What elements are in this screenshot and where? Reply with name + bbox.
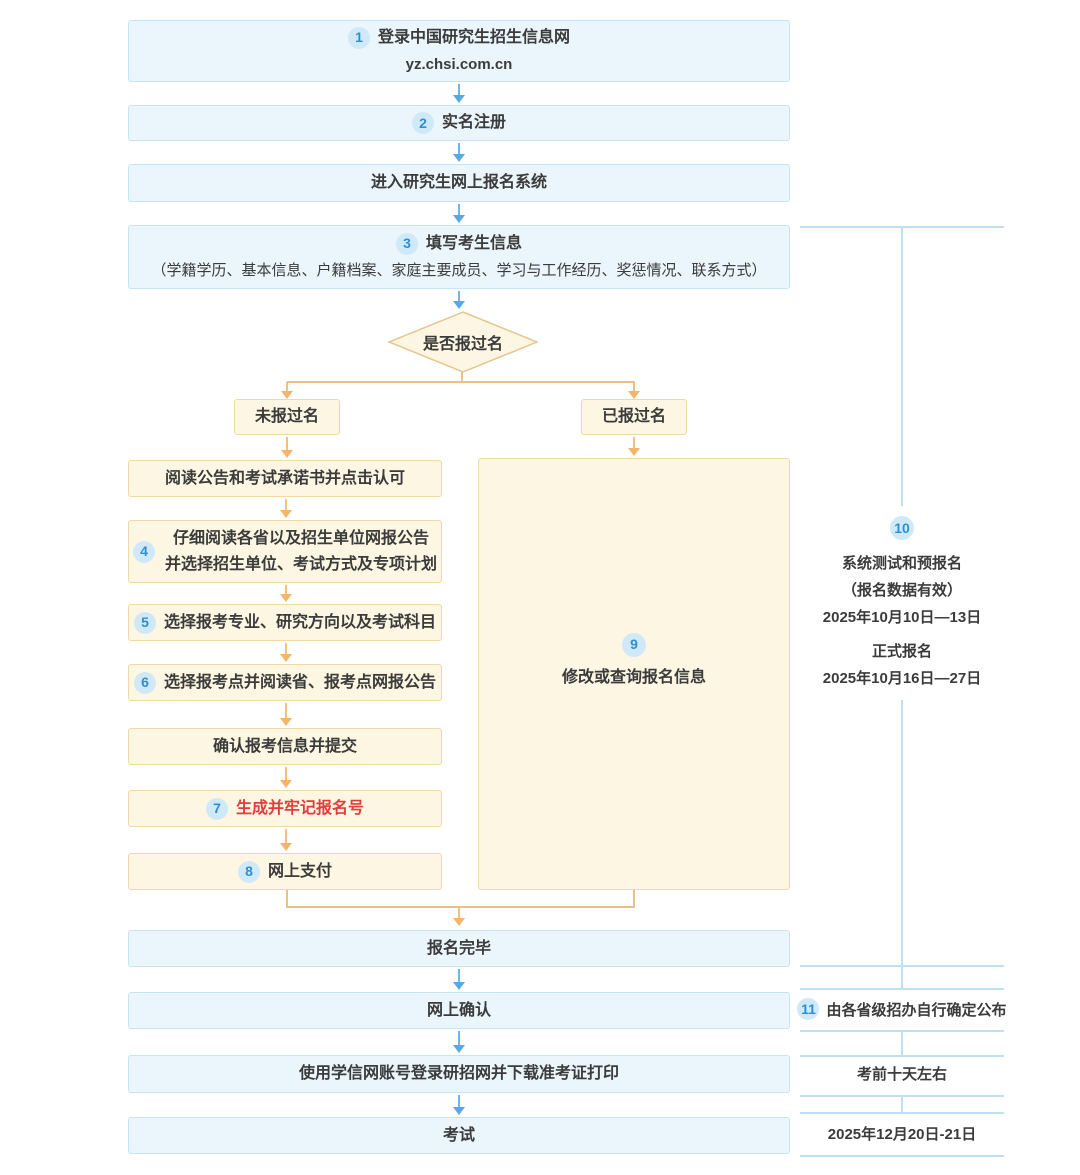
step-badge-11: 11: [797, 998, 820, 1020]
node-branch-no: 未报过名: [234, 399, 340, 435]
timeline-phase1-dates: 2025年10月10日—13日: [822, 609, 982, 626]
online-confirm-label: 网上确认: [426, 1001, 491, 1019]
timeline-ticket-note: 考前十天左右: [856, 1066, 947, 1083]
branch-yes-label: 已报过名: [601, 408, 666, 425]
timeline-exam-dates: 2025年12月20日-21日: [827, 1126, 977, 1143]
decision-label: 是否报过名: [422, 336, 503, 353]
timeline-row-line: [800, 1055, 1004, 1057]
arrow-down-icon: [280, 643, 292, 662]
arrow-down-icon: [628, 437, 640, 456]
merge-connector-line: [286, 890, 288, 908]
arrow-down-icon: [453, 143, 465, 162]
split-connector-line: [461, 372, 463, 382]
finished-label: 报名完毕: [426, 939, 491, 957]
step-badge-5: 5: [133, 611, 156, 634]
keep-number-label: 生成并牢记报名号: [235, 799, 364, 817]
merge-connector-line: [633, 890, 635, 908]
step-badge-2: 2: [411, 112, 434, 134]
node-fill-info-detail: （学籍学历、基本信息、户籍档案、家庭主要成员、学习与工作经历、奖惩情况、联系方式…: [151, 261, 767, 279]
node-modify-query: 9 修改或查询报名信息: [478, 458, 790, 890]
node-exam: 考试: [128, 1117, 790, 1154]
step-badge-6: 6: [133, 671, 156, 694]
timeline-span-vertical-line: [901, 226, 903, 506]
node-choose-major: 5 选择报考专业、研究方向以及考试科目: [128, 604, 442, 641]
timeline-tick-line: [901, 965, 903, 988]
step-badge-3: 3: [395, 232, 418, 255]
read-select-line2: 并选择招生单位、考试方式及专项计划: [164, 555, 437, 573]
arrow-down-icon: [453, 969, 465, 990]
node-fill-info: 3 填写考生信息 （学籍学历、基本信息、户籍档案、家庭主要成员、学习与工作经历、…: [128, 225, 790, 289]
arrow-down-icon: [453, 908, 465, 926]
arrow-down-icon: [453, 204, 465, 223]
node-read-select: 4 仔细阅读各省以及招生单位网报公告 并选择招生单位、考试方式及专项计划: [128, 520, 442, 583]
node-branch-yes: 已报过名: [581, 399, 687, 435]
timeline-confirm-note: 11 由各省级招办自行确定公布: [790, 998, 1014, 1020]
node-login-url: yz.chsi.com.cn: [405, 55, 513, 73]
node-register-label: 实名注册: [441, 114, 506, 131]
step-badge-1: 1: [347, 26, 370, 49]
decision-diamond: [387, 311, 539, 378]
node-enter-system: 进入研究生网上报名系统: [128, 164, 790, 202]
node-finished: 报名完毕: [128, 930, 790, 967]
timeline-phase2-dates: 2025年10月16日—27日: [822, 670, 982, 687]
node-login: 1 登录中国研究生招生信息网 yz.chsi.com.cn: [128, 20, 790, 82]
node-keep-number: 7 生成并牢记报名号: [128, 790, 442, 827]
read-notice-label: 阅读公告和考试承诺书并点击认可: [164, 469, 405, 487]
download-ticket-label: 使用学信网账号登录研招网并下载准考证打印: [298, 1065, 619, 1082]
timeline-row-line: [800, 1155, 1004, 1157]
node-fill-info-title: 填写考生信息: [425, 234, 522, 252]
node-register: 2 实名注册: [128, 105, 790, 141]
modify-query-label: 修改或查询报名信息: [561, 668, 706, 686]
arrow-down-icon: [280, 585, 292, 602]
node-download-ticket: 使用学信网账号登录研招网并下载准考证打印: [128, 1055, 790, 1093]
timeline-tick-line: [901, 1095, 903, 1112]
arrow-down-icon: [281, 437, 293, 458]
step-badge-4: 4: [132, 540, 155, 563]
arrow-down-icon: [453, 1095, 465, 1115]
choose-major-label: 选择报考专业、研究方向以及考试科目: [163, 613, 436, 631]
arrow-down-icon: [280, 703, 292, 726]
timeline-row-line: [800, 1112, 1004, 1114]
node-login-title: 登录中国研究生招生信息网: [377, 28, 570, 46]
node-choose-site: 6 选择报考点并阅读省、报考点网报公告: [128, 664, 442, 701]
timeline-row-line: [800, 988, 1004, 990]
read-select-line1: 仔细阅读各省以及招生单位网报公告: [172, 529, 429, 547]
node-confirm-submit: 确认报考信息并提交: [128, 728, 442, 765]
pay-online-label: 网上支付: [267, 862, 332, 880]
node-pay-online: 8 网上支付: [128, 853, 442, 890]
timeline-phase1-note: （报名数据有效）: [841, 582, 962, 599]
node-enter-system-label: 进入研究生网上报名系统: [370, 174, 547, 191]
arrow-down-icon: [628, 382, 640, 399]
timeline-phase2-title: 正式报名: [871, 643, 932, 660]
arrow-down-icon: [280, 499, 292, 518]
arrow-down-icon: [453, 1031, 465, 1053]
arrow-down-icon: [453, 291, 465, 309]
step-badge-7: 7: [205, 797, 228, 820]
step-badge-9: 9: [622, 632, 646, 657]
confirm-note-label: 由各省级招办自行确定公布: [826, 1001, 1007, 1019]
split-connector-line: [287, 381, 635, 383]
arrow-down-icon: [281, 382, 293, 399]
node-online-confirm: 网上确认: [128, 992, 790, 1029]
timeline-phase1-title: 系统测试和预报名: [841, 555, 962, 572]
arrow-down-icon: [280, 829, 292, 851]
arrow-down-icon: [280, 767, 292, 788]
choose-site-label: 选择报考点并阅读省、报考点网报公告: [163, 673, 436, 691]
arrow-down-icon: [453, 84, 465, 103]
merge-connector-line: [286, 906, 635, 908]
node-read-notice: 阅读公告和考试承诺书并点击认可: [128, 460, 442, 497]
exam-label: 考试: [442, 1126, 475, 1144]
branch-no-label: 未报过名: [254, 408, 319, 425]
step-badge-10: 10: [890, 516, 914, 540]
confirm-submit-label: 确认报考信息并提交: [212, 737, 357, 755]
step-badge-8: 8: [237, 860, 260, 883]
diamond-shape-icon: [387, 311, 539, 373]
timeline-span-vertical-line: [901, 700, 903, 965]
timeline-tick-line: [901, 1030, 903, 1055]
